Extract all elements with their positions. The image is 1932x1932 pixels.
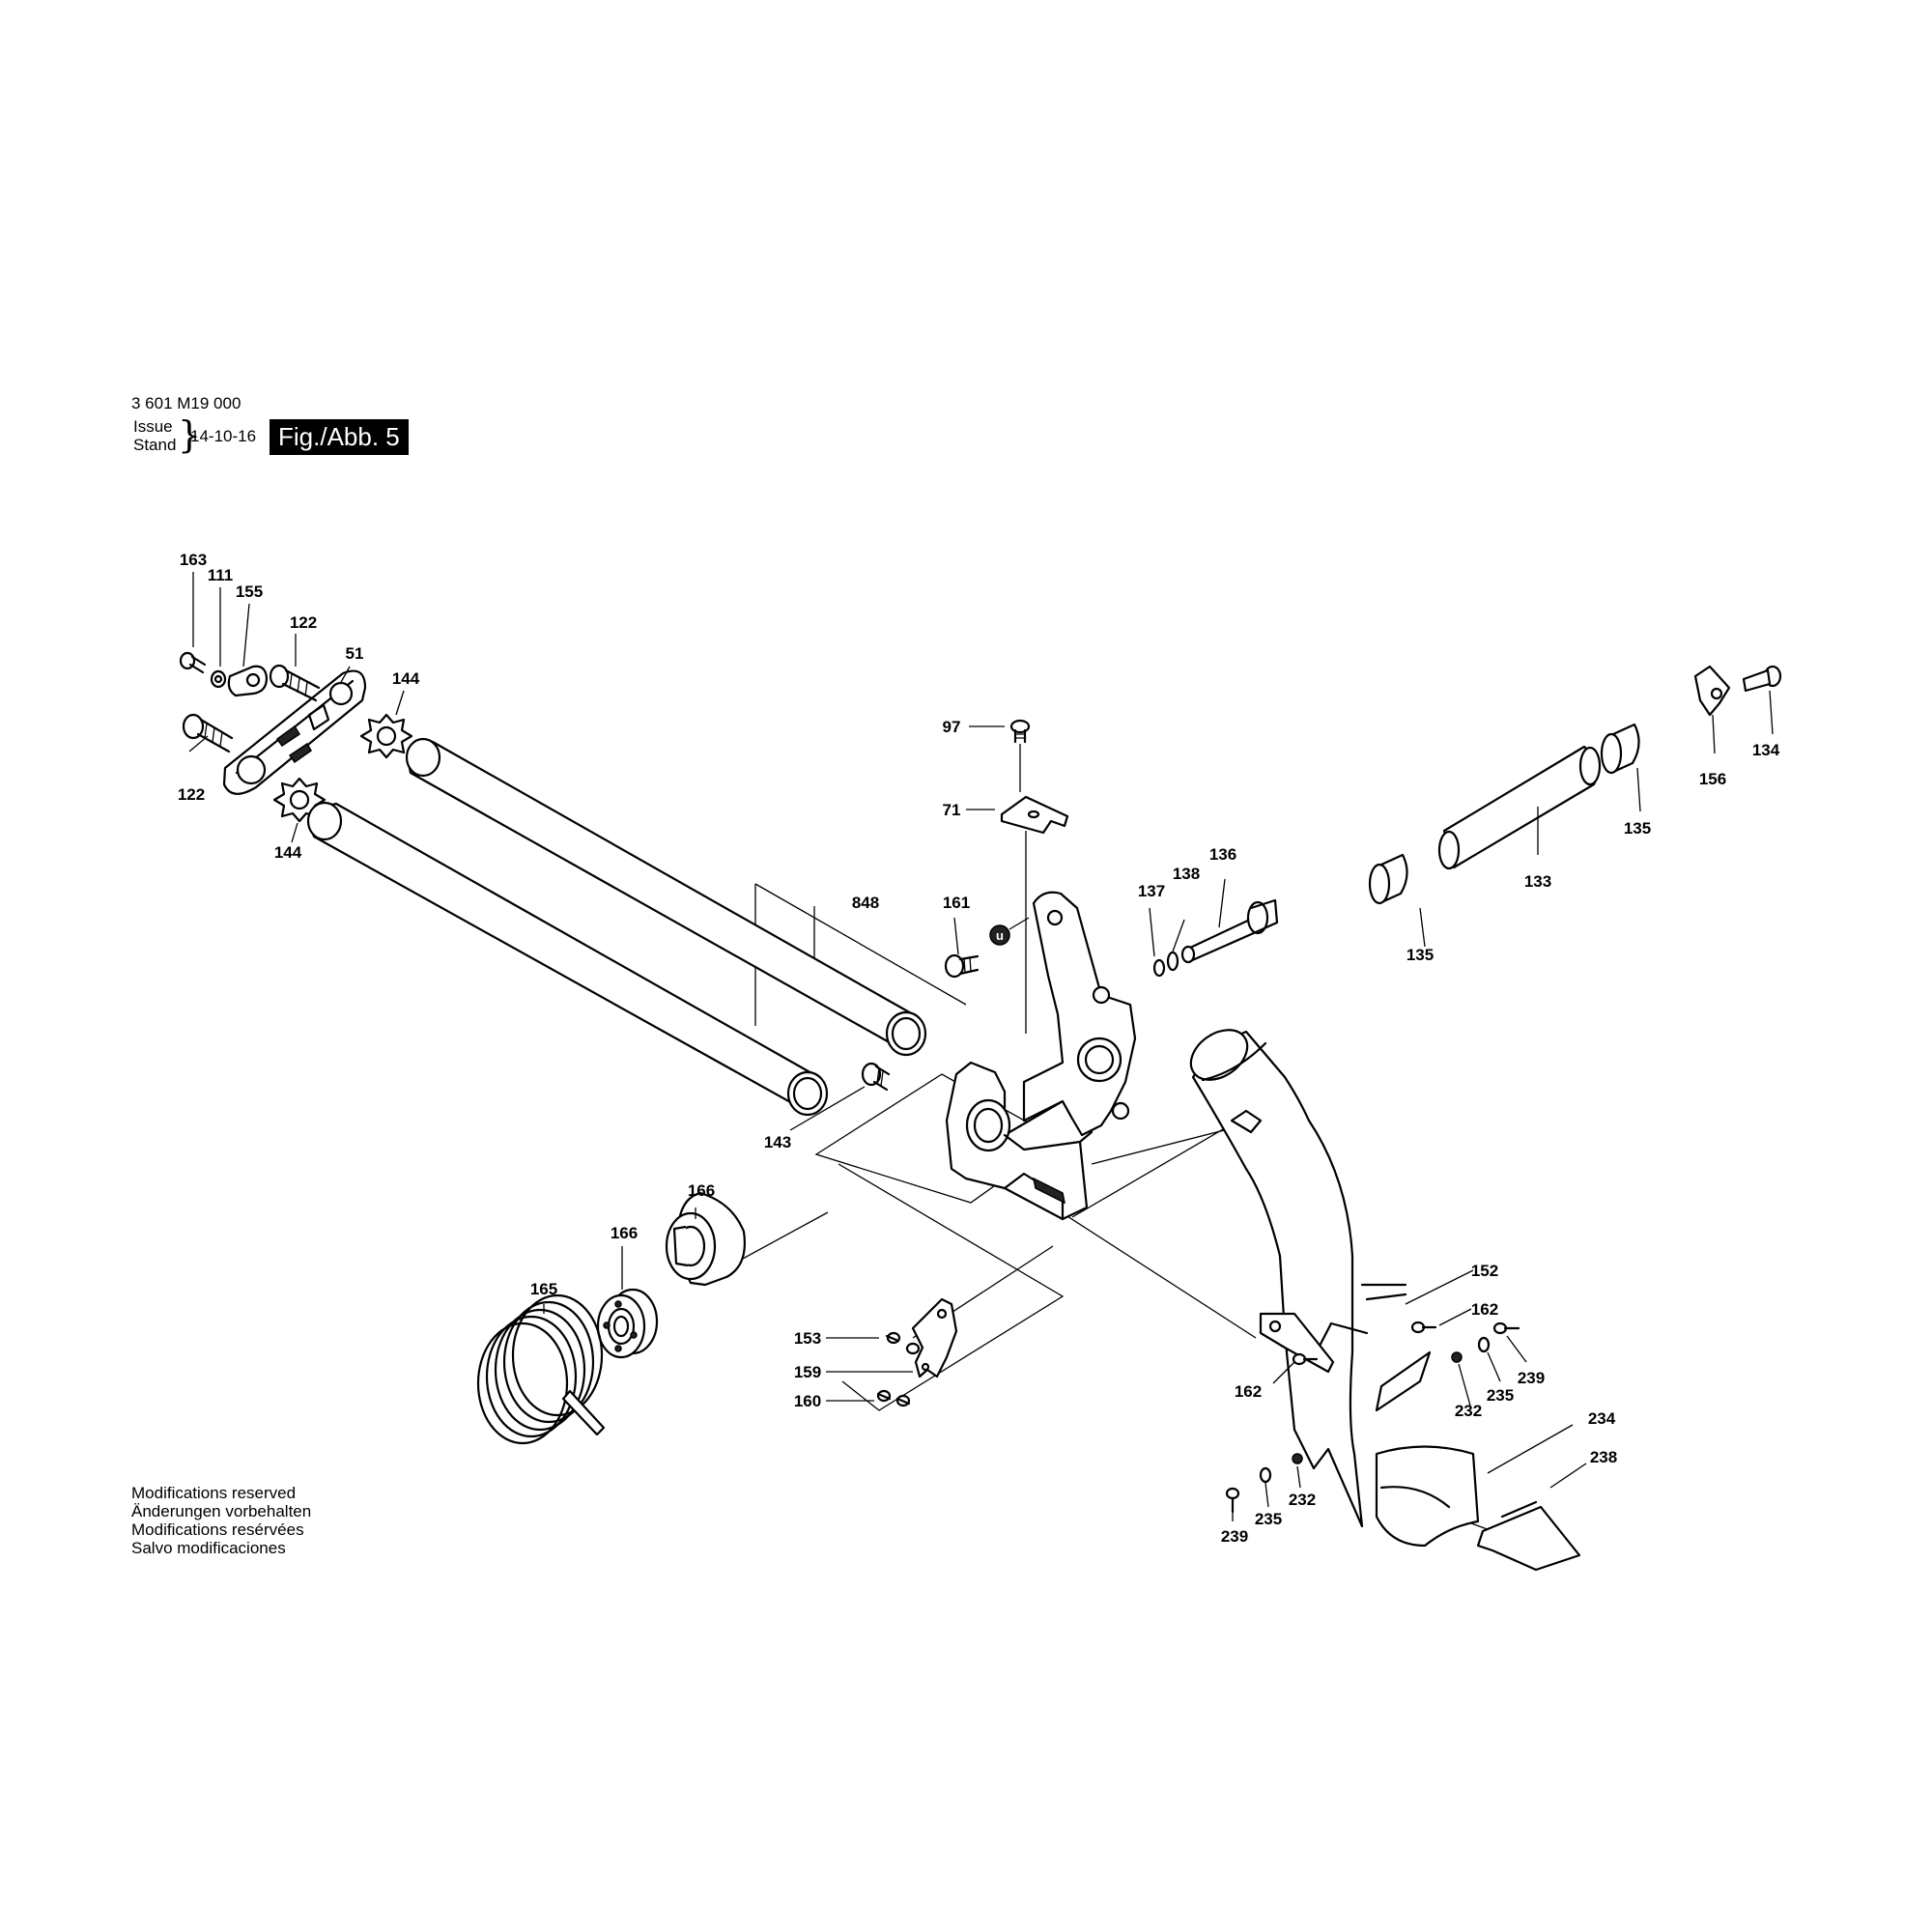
figure-label: Fig./Abb. 5 [270,419,409,455]
callout-labels: 163 111 155 122 51 144 122 144 97 71 848… [178,551,1780,1546]
washer-235-lower [1259,1466,1272,1484]
screw-159b [905,1342,921,1355]
clip-155 [227,665,269,697]
screw-134 [1742,665,1782,693]
callout-153: 153 [794,1329,821,1348]
leader-lines [188,572,1774,1521]
ring-138 [1166,951,1179,972]
callout-144-lower: 144 [274,843,302,862]
screw-160 [876,1389,911,1407]
rod-133 [1437,745,1602,870]
pulley-166-upper [665,1191,746,1287]
coil-spring-165 [476,1293,606,1445]
bushing-135-upper [1600,723,1640,775]
screw-97 [1009,719,1031,744]
callout-165: 165 [530,1280,557,1298]
callout-133: 133 [1524,872,1551,891]
slide-rod-lower [306,801,829,1117]
callout-232-upper: 232 [1455,1402,1482,1420]
assembly-lines [729,831,1493,1532]
callout-166-upper: 166 [688,1181,715,1200]
callout-144-upper: 144 [392,669,420,688]
callout-138: 138 [1173,865,1200,883]
set-screw-143 [861,1062,891,1092]
callout-163: 163 [180,551,207,569]
bracket-159 [911,1297,958,1378]
modifications-note: Modifications reserved Änderungen vorbeh… [131,1484,311,1557]
callout-159: 159 [794,1363,821,1381]
screw-162-upper [1410,1321,1437,1334]
screw-122-lower [182,713,234,753]
svg-text:u: u [996,928,1004,943]
callout-136: 136 [1209,845,1236,864]
clip-plate-71 [1000,795,1069,835]
callout-143: 143 [764,1133,791,1151]
callout-161: 161 [943,894,970,912]
modifications-line-fr: Modifications resérvées [131,1520,304,1539]
modifications-line-es: Salvo modificaciones [131,1539,286,1557]
screw-153 [885,1331,901,1345]
ring-137 [1152,958,1166,978]
callout-239-upper: 239 [1518,1369,1545,1387]
document-number: 3 601 M19 000 [131,394,242,412]
callout-152: 152 [1471,1262,1498,1280]
pin-136 [1180,898,1279,964]
callout-239-lower: 239 [1221,1527,1248,1546]
callout-135-lower: 135 [1406,946,1434,964]
slide-rod-upper [405,737,927,1057]
callout-162-upper: 162 [1471,1300,1498,1319]
issue-label: Issue [133,417,173,436]
callout-162-lower: 162 [1235,1382,1262,1401]
callout-97: 97 [943,718,961,736]
callout-232-lower: 232 [1289,1491,1316,1509]
callout-238: 238 [1590,1448,1617,1466]
guard-234 [1375,1445,1480,1548]
stand-label: Stand [133,436,177,454]
callout-235-lower: 235 [1255,1510,1282,1528]
callout-135-upper: 135 [1624,819,1651,838]
screw-163 [179,651,207,674]
washer-235-upper [1477,1336,1491,1353]
screw-239-upper [1492,1321,1520,1335]
callout-848: 848 [852,894,879,912]
washer-111 [210,669,227,689]
end-cap-plate [222,669,367,795]
bushing-135-lower [1368,853,1408,905]
guard-238 [1476,1500,1581,1572]
brace-glyph: } [178,413,202,456]
rod-support-bracket [945,891,1137,1221]
callout-234: 234 [1588,1409,1616,1428]
callout-134: 134 [1752,741,1780,759]
dust-chute [1189,1029,1432,1528]
bearing-166-lower [596,1288,659,1359]
callout-137: 137 [1138,882,1165,900]
screw-239-lower [1225,1487,1240,1514]
screw-161 [944,953,980,979]
modifications-line-de: Änderungen vorbehalten [131,1502,312,1520]
callout-111: 111 [208,566,234,584]
callout-155: 155 [236,582,263,601]
modifications-line-en: Modifications reserved [131,1484,297,1502]
screw-162-lower [1292,1352,1319,1366]
callout-71: 71 [943,801,961,819]
callout-51: 51 [346,644,364,663]
nut-232-lower [1292,1453,1303,1464]
clip-156 [1693,665,1731,717]
callout-156: 156 [1699,770,1726,788]
issue-date: 14-10-16 [190,427,257,445]
nut-232-upper [1451,1351,1463,1363]
callout-160: 160 [794,1392,821,1410]
nut-u: u [989,924,1010,946]
callout-122-lower: 122 [178,785,205,804]
screw-122-upper [269,664,321,702]
callout-235-upper: 235 [1487,1386,1514,1405]
callout-166-lower: 166 [611,1224,638,1242]
callout-122-upper: 122 [290,613,317,632]
star-nut-144-upper [359,713,413,759]
